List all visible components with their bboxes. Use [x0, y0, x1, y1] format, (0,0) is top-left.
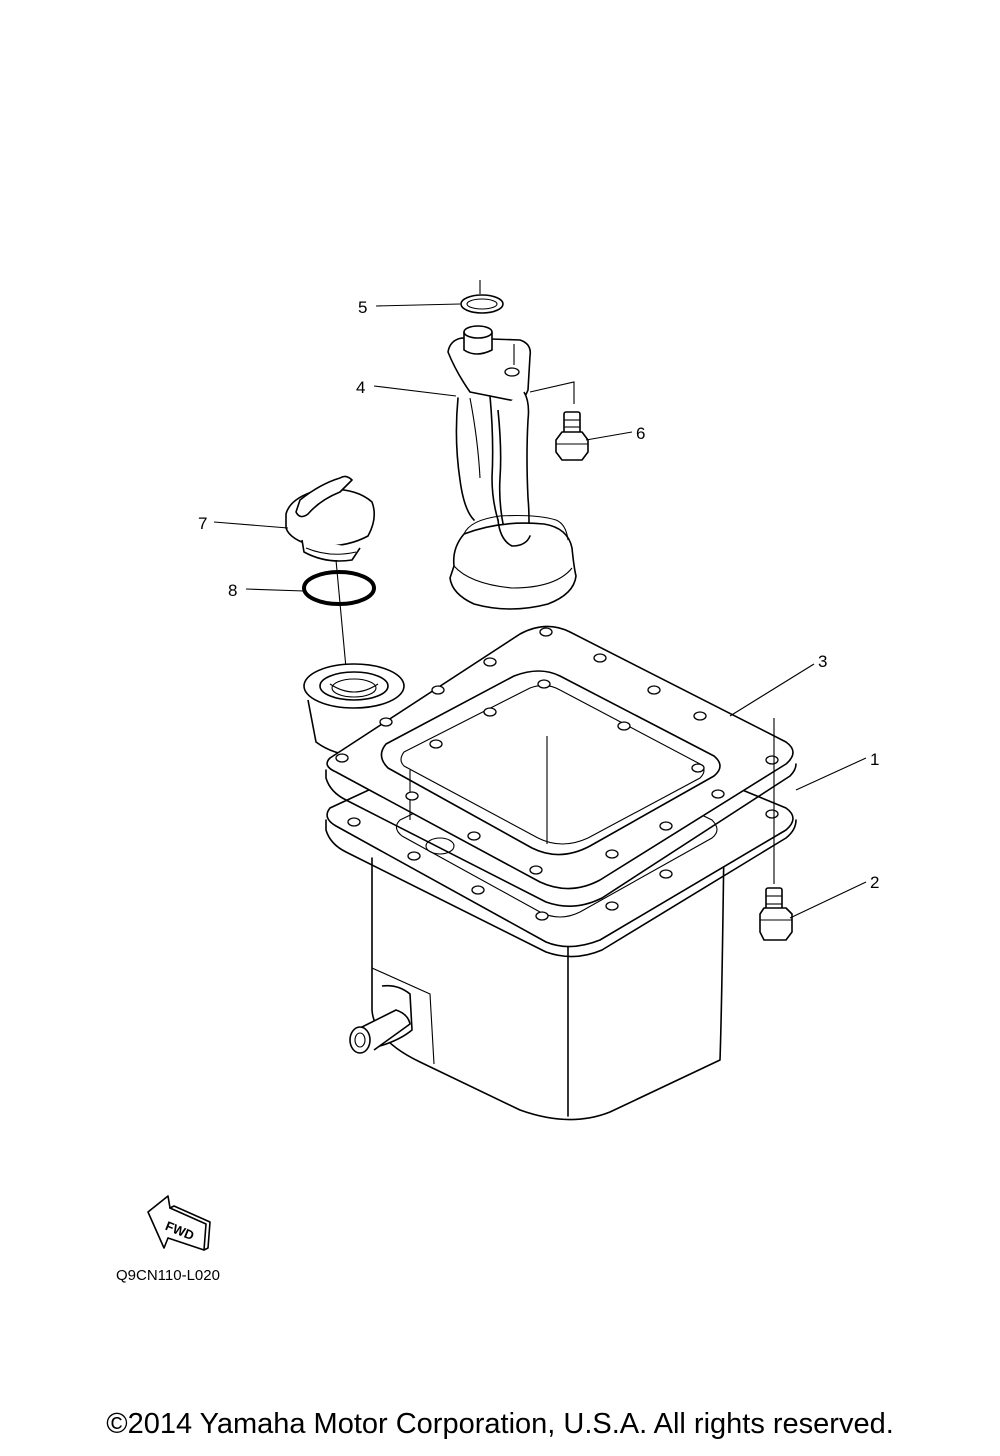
tank-bolt-holes — [347, 809, 779, 921]
part-8-oring — [302, 570, 376, 606]
leader-lines — [213, 303, 867, 919]
fwd-arrow-icon: FWD — [147, 1195, 211, 1251]
gasket-bolt-holes — [335, 627, 779, 875]
part-5-oring — [460, 280, 504, 314]
part-7-filler-cap — [285, 475, 376, 562]
copyright-notice: ©2014 Yamaha Motor Corporation, U.S.A. A… — [106, 1408, 894, 1440]
callout-1: 1 — [870, 750, 879, 769]
callout-2: 2 — [870, 873, 879, 892]
drawing-code: Q9CN110-L020 — [116, 1267, 220, 1284]
callout-4: 4 — [356, 378, 365, 397]
part-3-gasket — [325, 625, 797, 921]
part-2-bolt — [759, 718, 793, 941]
callout-6: 6 — [636, 424, 645, 443]
callout-7: 7 — [198, 514, 207, 533]
callout-5: 5 — [358, 298, 367, 317]
callout-8: 8 — [228, 581, 237, 600]
callout-3: 3 — [818, 652, 827, 671]
part-6-bolt — [555, 411, 589, 461]
alignment-line — [335, 559, 347, 669]
part-4-strainer — [447, 325, 577, 610]
